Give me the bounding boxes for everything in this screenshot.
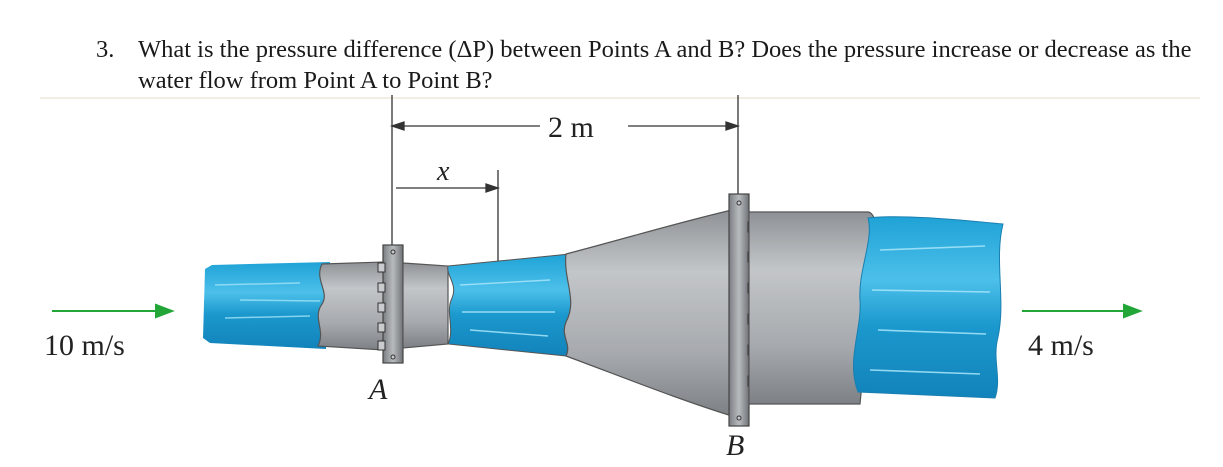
point-b-label: B — [726, 429, 744, 462]
outlet-water — [853, 216, 1004, 399]
distance-label: 2 m — [548, 111, 594, 144]
diffuser-cone — [563, 209, 733, 417]
outlet-velocity-arrow — [1022, 303, 1143, 319]
inlet-pipe — [317, 261, 385, 351]
dimension-x — [396, 170, 501, 262]
flange-a-bolts — [377, 249, 396, 360]
inlet-velocity-arrow — [52, 303, 175, 319]
pipe-segment-a — [402, 262, 449, 349]
flange-a — [382, 244, 404, 364]
outlet-water-streaks — [869, 245, 991, 375]
inlet-velocity-label: 10 m/s — [44, 329, 125, 362]
inlet-water — [203, 262, 330, 349]
question-text: What is the pressure difference (ΔP) bet… — [138, 36, 1192, 94]
cutaway-streaks — [459, 279, 555, 337]
point-a-label: A — [367, 373, 388, 406]
flange-b — [728, 193, 750, 427]
inlet-water-streaks — [214, 282, 321, 319]
cutaway-water — [447, 253, 572, 357]
question-number: 3. — [96, 36, 115, 63]
x-label: x — [436, 156, 450, 187]
dimension-2m — [389, 95, 741, 262]
outlet-velocity-label: 4 m/s — [1028, 329, 1094, 362]
